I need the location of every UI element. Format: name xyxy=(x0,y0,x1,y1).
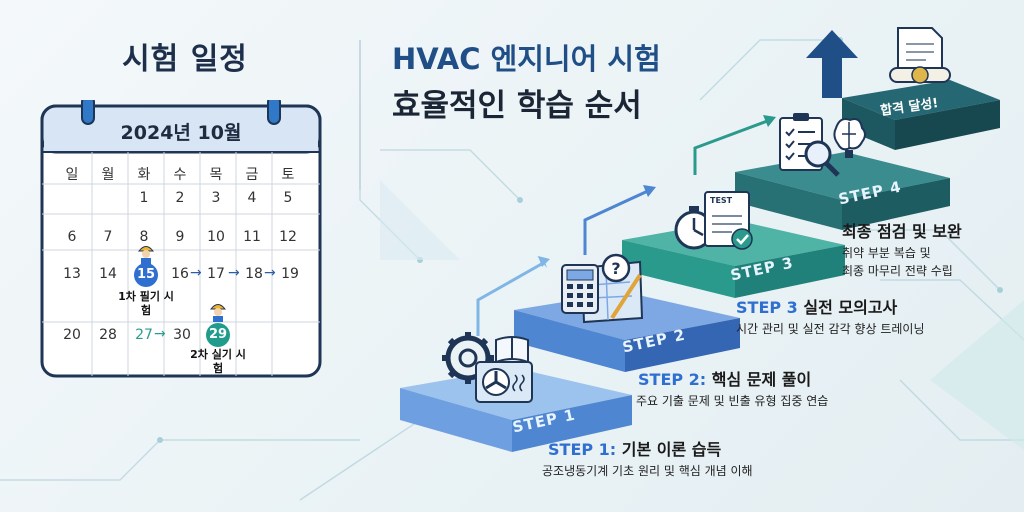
day-cell[interactable]: 27 xyxy=(135,327,153,343)
magnifier-icon xyxy=(804,140,840,177)
day-cell[interactable]: 20 xyxy=(63,327,81,343)
weekday-mon: 월 xyxy=(101,167,115,183)
calendar-frame xyxy=(40,100,322,378)
schedule-title: 시험 일정 xyxy=(122,42,248,77)
binder-rings xyxy=(81,100,281,125)
practical-exam-date[interactable]: 29 xyxy=(206,323,230,347)
step-3-label: 실전 모의고사 xyxy=(803,298,898,317)
step-2-prefix: STEP 2: xyxy=(638,370,707,389)
step-2-desc: 주요 기출 문제 및 빈출 유형 집중 연습 xyxy=(636,394,829,408)
day-cell[interactable]: 19 xyxy=(281,266,299,282)
day-cell[interactable]: 4 xyxy=(247,190,257,206)
day-cell[interactable]: 11 xyxy=(243,229,261,245)
day-cell[interactable]: 13 xyxy=(63,266,81,282)
day-cell[interactable]: 17 xyxy=(207,266,225,282)
calculator-icon xyxy=(561,264,599,314)
weekday-sat: 토 xyxy=(281,167,295,183)
weekday-fri: 금 xyxy=(245,167,259,183)
worker-icon xyxy=(209,304,227,322)
range-arrow: → xyxy=(190,265,202,281)
day-cell[interactable]: 10 xyxy=(207,229,225,245)
main-title: HVAC 엔지니어 시험 xyxy=(392,42,661,76)
step-2-title: STEP 2: 핵심 문제 풀이 xyxy=(638,366,811,390)
fan-icon xyxy=(475,361,533,403)
svg-text:?: ? xyxy=(611,259,620,278)
weekday-wed: 수 xyxy=(173,167,187,183)
worker-icon xyxy=(137,246,155,264)
stair-top xyxy=(842,80,1000,150)
test-paper-icon xyxy=(704,191,753,250)
day-cell[interactable]: 8 xyxy=(139,229,149,245)
question-icon: ? xyxy=(601,253,631,283)
gear-icon xyxy=(442,332,494,384)
step-3-prefix: STEP 3 xyxy=(736,298,798,317)
day-cell[interactable]: 12 xyxy=(279,229,297,245)
day-cell[interactable]: 14 xyxy=(99,266,117,282)
step-1-prefix: STEP 1: xyxy=(548,440,617,459)
step-1-label: 기본 이론 습득 xyxy=(621,440,722,459)
day-cell[interactable]: 6 xyxy=(67,229,77,245)
step-4-desc-line2: 최종 마무리 전략 수립 xyxy=(842,264,953,278)
day-cell[interactable]: 2 xyxy=(175,190,185,206)
day-cell[interactable]: 28 xyxy=(99,327,117,343)
calendar-month: 2024년 10월 xyxy=(120,122,242,144)
range-arrow: → xyxy=(228,265,240,281)
step-2-label: 핵심 문제 풀이 xyxy=(711,370,812,389)
weekday-thu: 목 xyxy=(209,167,223,183)
day-cell[interactable]: 9 xyxy=(175,229,185,245)
day-cell[interactable]: 18 xyxy=(245,266,263,282)
range-arrow: → xyxy=(154,326,166,342)
practical-exam-note: 2차 실기 시험 xyxy=(190,348,246,375)
step-1-title: STEP 1: 기본 이론 습득 xyxy=(548,436,721,460)
day-cell[interactable]: 7 xyxy=(103,229,113,245)
book-icon xyxy=(495,336,529,364)
day-cell[interactable]: 3 xyxy=(211,190,221,206)
day-cell[interactable]: 30 xyxy=(173,327,191,343)
weekday-sun: 일 xyxy=(65,167,79,183)
step-4-title: 최종 점검 및 보완 xyxy=(842,222,962,241)
diploma-icon xyxy=(889,27,951,84)
day-cell[interactable]: 1 xyxy=(139,190,149,206)
range-arrow: → xyxy=(264,265,276,281)
step-4-desc-line1: 취약 부분 복습 및 xyxy=(842,246,931,260)
step-3-title: STEP 3 실전 모의고사 xyxy=(736,294,897,318)
day-cell[interactable]: 5 xyxy=(283,190,293,206)
main-subtitle: 효율적인 학습 순서 xyxy=(392,88,642,124)
step-1-desc: 공조냉동기계 기초 원리 및 핵심 개념 이해 xyxy=(542,464,753,478)
calendar xyxy=(40,100,322,384)
pencil-icon xyxy=(610,273,642,320)
day-cell[interactable]: 16 xyxy=(171,266,189,282)
step-3-desc: 시간 관리 및 실전 감각 향상 트레이닝 xyxy=(736,322,925,336)
written-exam-date[interactable]: 15 xyxy=(134,263,158,287)
test-paper-label: TEST xyxy=(710,196,733,205)
weekday-tue: 화 xyxy=(137,167,151,183)
progress-arrows xyxy=(476,118,771,336)
written-exam-note: 1차 필기 시험 xyxy=(118,290,174,317)
brain-icon xyxy=(833,118,866,158)
up-arrow-icon xyxy=(806,30,858,98)
